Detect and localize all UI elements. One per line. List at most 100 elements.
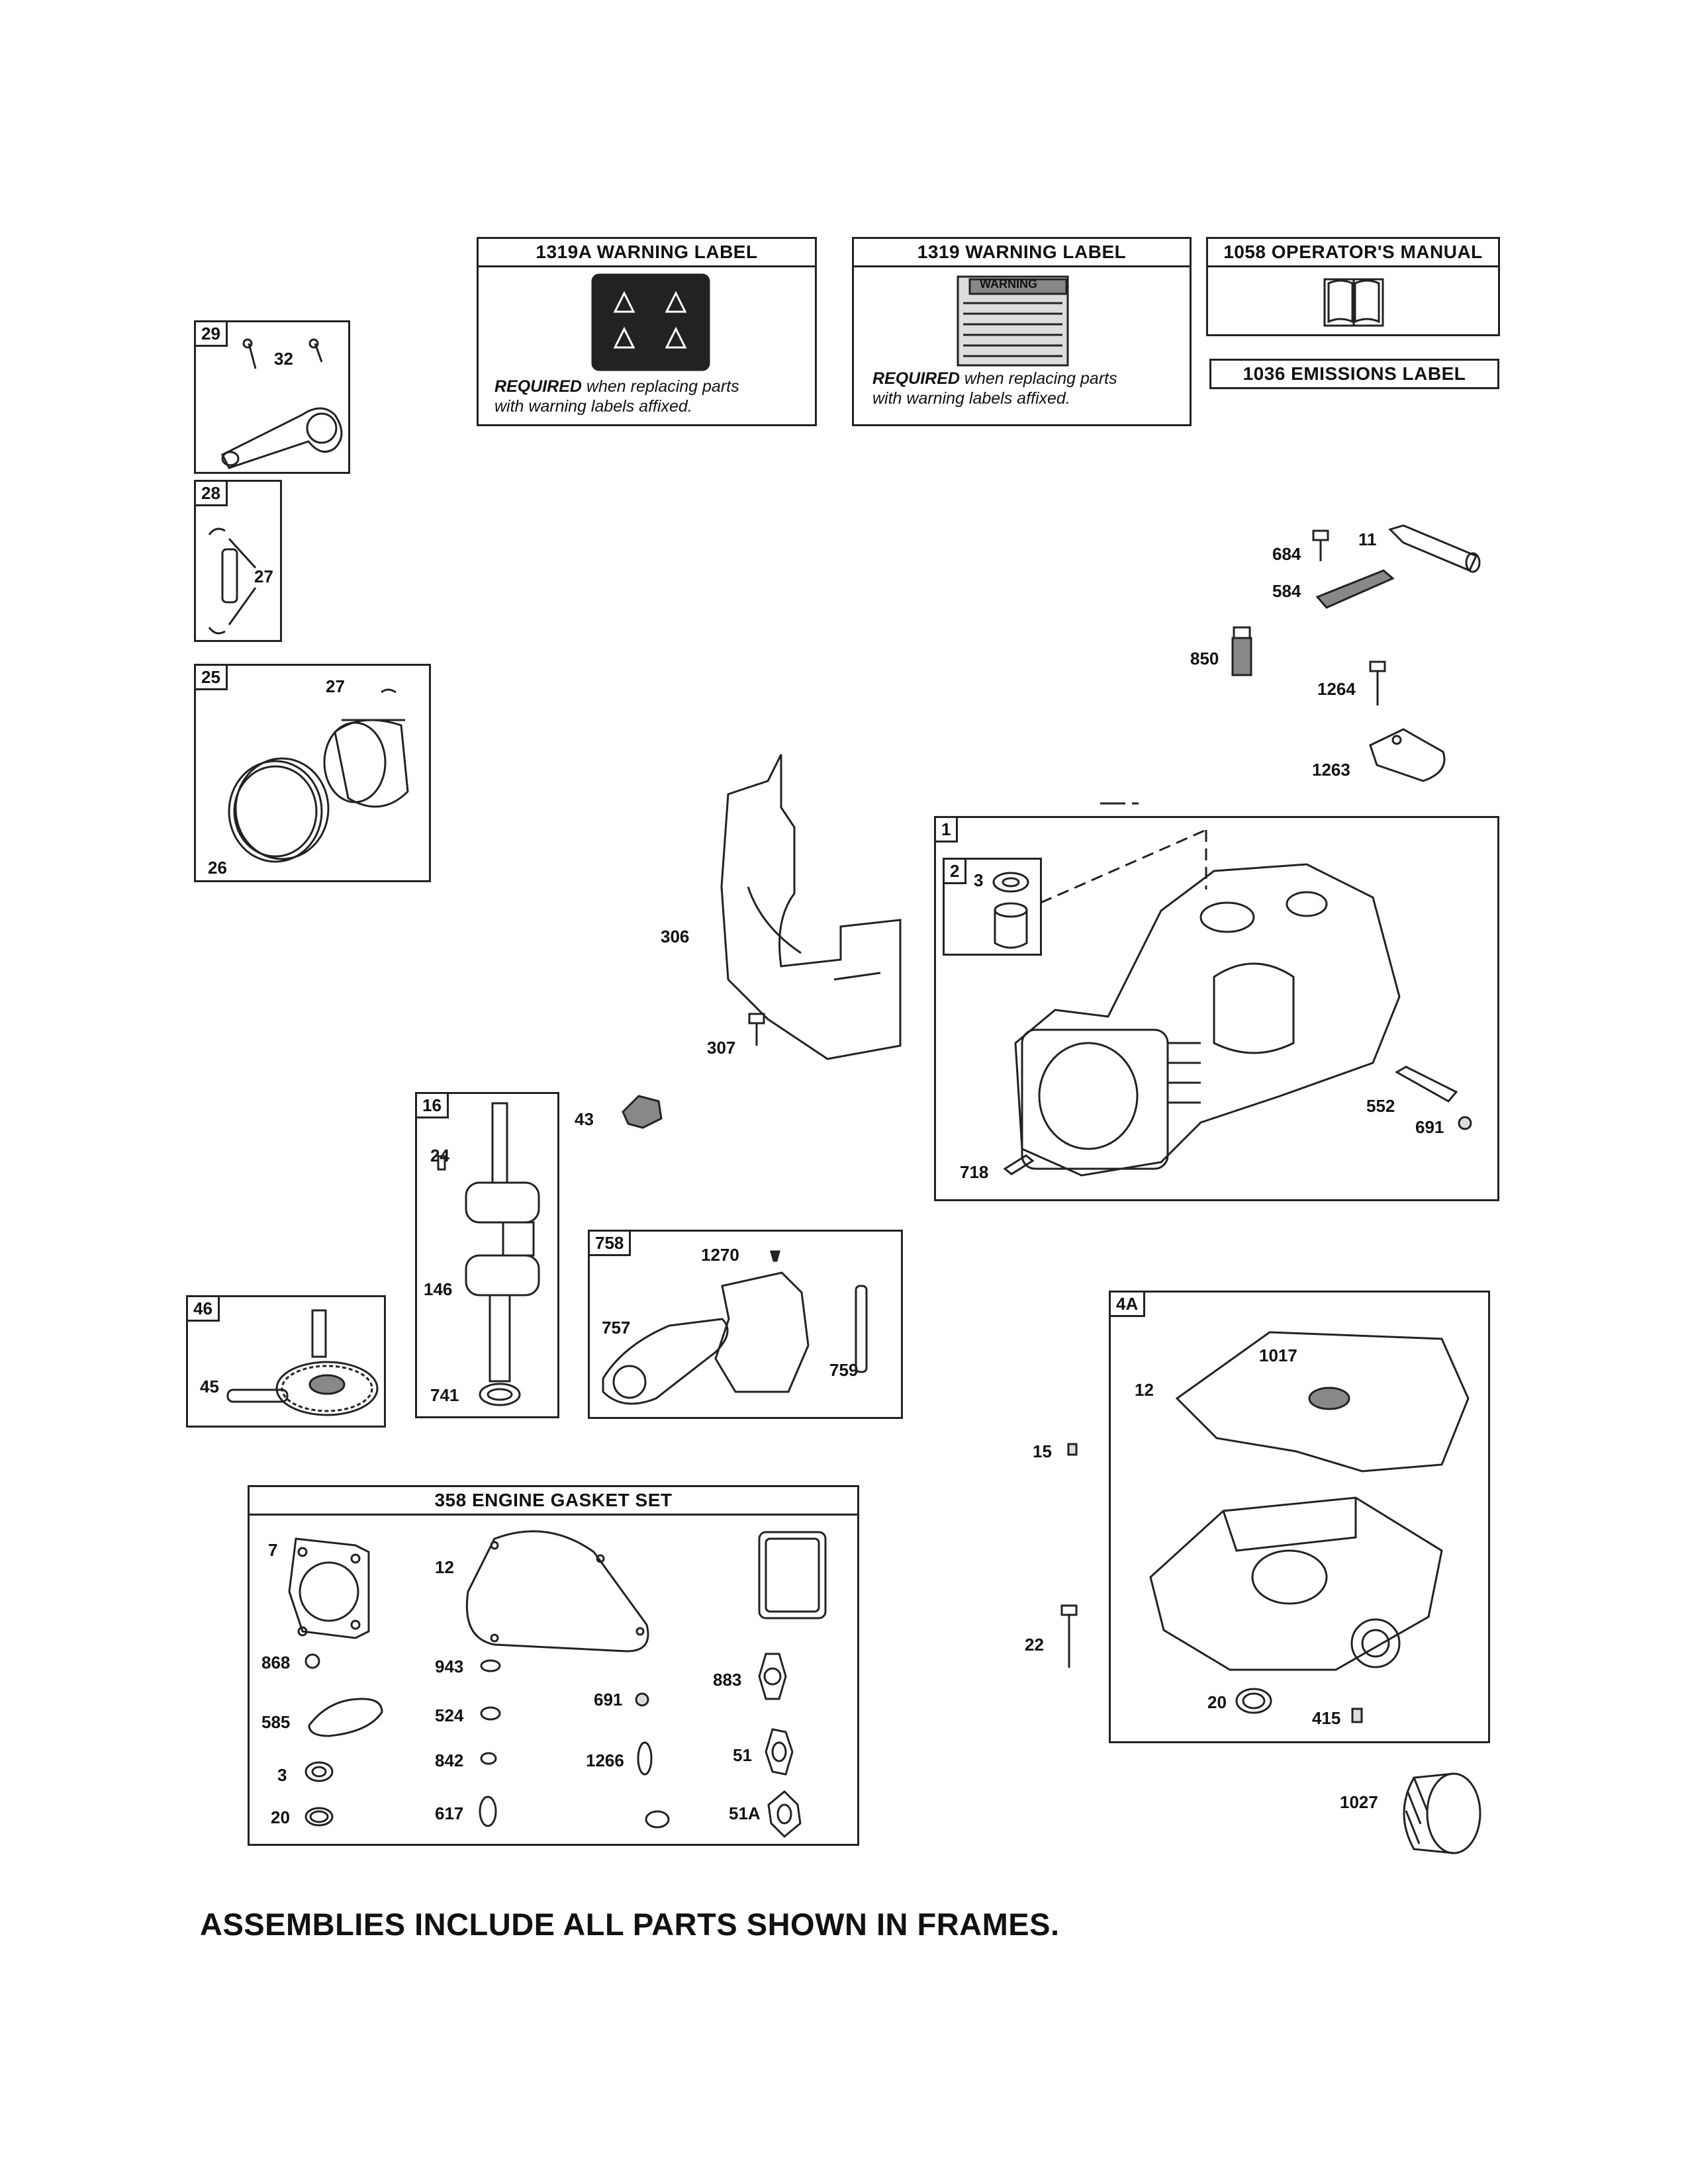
oil-seal-icon	[305, 1807, 334, 1827]
warning-label-1319-box: 1319 WARNING LABEL WARNING REQUIRED when…	[852, 237, 1192, 426]
frame-29-connecting-rod: 29 32	[194, 320, 350, 474]
sensor-icon	[1231, 626, 1252, 676]
part-number: 3	[277, 1765, 287, 1785]
dowel-pin-icon	[1394, 1066, 1458, 1103]
required-line2: with warning labels affixed.	[494, 397, 692, 416]
part-number: 1027	[1340, 1792, 1378, 1812]
part-number: 43	[575, 1109, 594, 1129]
grommet-icon	[305, 1653, 320, 1669]
frame-tag: 1	[936, 818, 959, 842]
valve-cover-gasket-icon	[758, 1531, 827, 1619]
required-line2: with warning labels affixed.	[872, 389, 1070, 408]
frame-46-camshaft: 46 45	[186, 1295, 386, 1428]
frame-tag: 2	[945, 860, 967, 884]
carburetor-gasket-icon	[765, 1728, 794, 1776]
part-number: 15	[1033, 1441, 1052, 1461]
dipstick-tube-icon	[1388, 524, 1481, 573]
o-ring-icon	[480, 1659, 501, 1672]
warning-decal-text: WARNING	[980, 277, 1037, 291]
breather-gasket-icon	[308, 1698, 383, 1737]
book-icon	[1323, 278, 1384, 327]
bolt-icon	[1369, 660, 1386, 705]
head-gasket-icon	[288, 1537, 370, 1639]
required-text: when replacing parts	[581, 377, 739, 396]
governor-bracket-icon	[622, 1095, 663, 1129]
bracket-icon	[1315, 569, 1395, 609]
frame-25-piston: 25 27 26	[194, 664, 431, 882]
oil-sump-icon	[1149, 1496, 1443, 1671]
part-number: 306	[661, 927, 690, 946]
connecting-rod-icon	[220, 338, 343, 469]
o-ring-icon	[637, 1741, 653, 1776]
engine-cylinder-icon	[1014, 863, 1401, 1177]
required-note: REQUIRED when replacing parts with warni…	[494, 377, 739, 416]
frame-tag: 29	[196, 322, 228, 347]
part-number: 617	[435, 1803, 464, 1823]
plug-icon	[1351, 1707, 1363, 1723]
part-number: 1264	[1317, 679, 1356, 699]
part-number: 1270	[701, 1245, 739, 1265]
part-number: 691	[1415, 1117, 1444, 1137]
leader-line-icon	[1040, 829, 1207, 904]
seal-icon	[1458, 1116, 1472, 1130]
part-number: 11	[1358, 529, 1377, 549]
bolt-icon	[1312, 529, 1329, 561]
sump-gasket-icon	[1175, 1331, 1470, 1473]
part-number: 585	[261, 1712, 291, 1732]
emissions-label-box: 1036 EMISSIONS LABEL	[1209, 359, 1499, 389]
frame-1-cylinder: 1 2 3 552 691 718	[934, 816, 1499, 1201]
governor-assembly-icon	[602, 1250, 868, 1405]
piston-rings-icon	[228, 688, 409, 863]
part-number: 850	[1190, 649, 1219, 668]
screw-icon	[748, 1013, 765, 1046]
warning-decal-dark-icon	[591, 273, 710, 371]
oil-seal-icon	[1235, 1688, 1272, 1714]
intake-gasket-icon	[758, 1653, 787, 1700]
part-number: 27	[326, 676, 345, 696]
part-number: 45	[200, 1377, 219, 1396]
part-number: 51A	[729, 1803, 761, 1823]
cover-plate-icon	[1369, 728, 1446, 782]
frame-4a-sump: 4A 1017 12 20 415	[1109, 1291, 1490, 1743]
part-number: 26	[208, 858, 227, 878]
crankshaft-icon	[437, 1102, 540, 1406]
operators-manual-title: 1058 OPERATOR'S MANUAL	[1208, 239, 1498, 267]
part-number: 1266	[586, 1751, 624, 1770]
part-number: 415	[1312, 1708, 1341, 1728]
part-number: 1017	[1259, 1345, 1297, 1365]
part-number: 12	[435, 1557, 454, 1577]
frame-2-bearing: 2 3	[943, 858, 1042, 956]
part-number: 524	[435, 1706, 464, 1725]
part-number: 741	[430, 1385, 459, 1405]
warning-label-1319a-box: 1319A WARNING LABEL REQUIRED when replac…	[477, 237, 817, 426]
part-number: 883	[713, 1670, 742, 1690]
cam-gear-icon	[226, 1309, 379, 1416]
warning-label-1319-title: 1319 WARNING LABEL	[854, 239, 1190, 267]
mark-icon	[1100, 802, 1139, 805]
part-number: 32	[274, 349, 293, 369]
operators-manual-box: 1058 OPERATOR'S MANUAL	[1206, 237, 1500, 336]
pin-icon	[1003, 1154, 1035, 1175]
required-bold: REQUIRED	[872, 369, 960, 388]
emissions-label-title: 1036 EMISSIONS LABEL	[1243, 363, 1466, 384]
part-number: 759	[829, 1360, 859, 1380]
part-number: 584	[1272, 581, 1301, 601]
required-bold: REQUIRED	[494, 377, 582, 396]
o-ring-icon	[645, 1810, 670, 1829]
crankcase-gasket-icon	[465, 1530, 649, 1653]
part-number: 552	[1366, 1096, 1395, 1116]
part-number: 684	[1272, 544, 1301, 564]
part-number: 307	[707, 1038, 736, 1058]
engine-gasket-set-title: 358 ENGINE GASKET SET	[250, 1487, 857, 1516]
assemblies-footnote: ASSEMBLIES INCLUDE ALL PARTS SHOWN IN FR…	[200, 1907, 1060, 1942]
part-number: 51	[733, 1745, 752, 1765]
frame-tag: 28	[196, 482, 228, 506]
air-guide-shroud-icon	[720, 754, 902, 1060]
part-number: 1263	[1312, 760, 1350, 780]
dowel-icon	[1067, 1443, 1078, 1456]
required-note: REQUIRED when replacing parts with warni…	[872, 369, 1117, 408]
part-number: 20	[271, 1807, 290, 1827]
frame-tag: 758	[590, 1232, 632, 1256]
part-number: 146	[424, 1279, 453, 1299]
part-number: 868	[261, 1653, 291, 1672]
